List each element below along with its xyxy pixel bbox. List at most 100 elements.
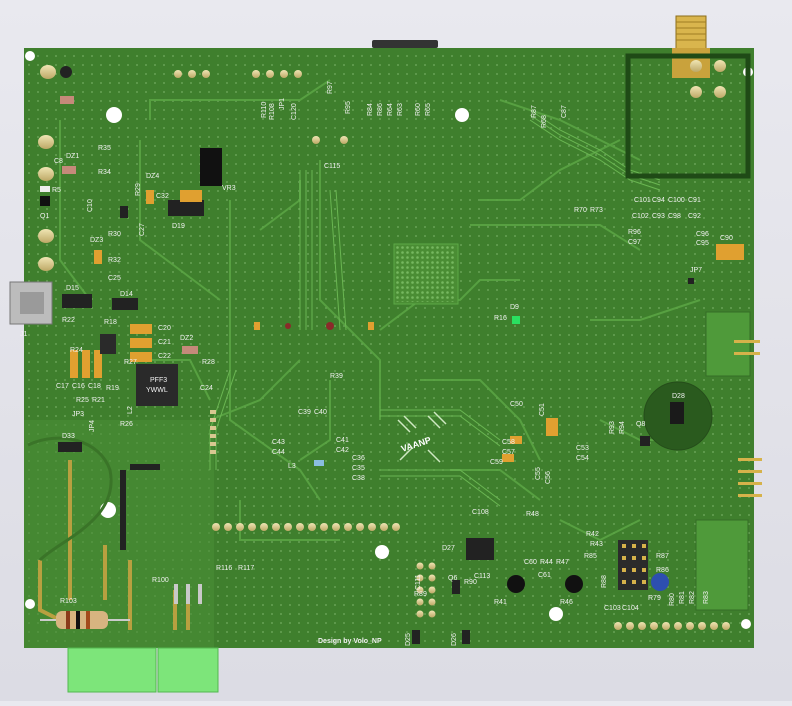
label-r28: R28 xyxy=(202,359,215,366)
label-q8: Q8 xyxy=(636,421,645,428)
header-pin-tips xyxy=(622,544,646,584)
label-c16: C16 xyxy=(72,383,85,390)
label-c120: C120 xyxy=(291,103,298,120)
label-jp1: JP1 xyxy=(279,98,286,110)
label-c38: C38 xyxy=(352,475,365,482)
label-c8: C8 xyxy=(54,158,63,165)
label-c93: C93 xyxy=(652,213,665,220)
label-r68: R68 xyxy=(541,115,548,128)
mount-hole-e xyxy=(549,607,563,621)
label-r43: R43 xyxy=(590,541,603,548)
label-r18: R18 xyxy=(104,319,117,326)
label-r94: R94 xyxy=(619,421,626,434)
label-r44: R44 xyxy=(540,559,553,566)
label-r19: R19 xyxy=(106,385,119,392)
isolation-slot xyxy=(27,436,113,562)
label-l2: L2 xyxy=(127,406,134,414)
blue-led xyxy=(651,573,669,591)
label-jp4: JP4 xyxy=(89,420,96,432)
label-r21: R21 xyxy=(92,397,105,404)
label-c96: C96 xyxy=(696,231,709,238)
label-r100: R100 xyxy=(152,577,169,584)
label-r70: R70 xyxy=(574,207,587,214)
label-c91: C91 xyxy=(688,197,701,204)
power-zone xyxy=(24,420,214,648)
label-r93: R93 xyxy=(609,421,616,434)
label-r79: R79 xyxy=(648,595,661,602)
label-c21: C21 xyxy=(158,339,171,346)
rotated-labels-top: R97 R95 R110 R108 JP1 C120 R84 R86 R64 R… xyxy=(87,81,568,236)
label-c104: C104 xyxy=(622,605,639,612)
label-r83: R83 xyxy=(703,591,710,604)
mount-hole-a xyxy=(106,107,122,123)
top-pad-row xyxy=(174,60,726,144)
c90-body xyxy=(716,244,744,260)
pad-column-left xyxy=(210,410,216,454)
label-c98: C98 xyxy=(668,213,681,220)
label-r63: R63 xyxy=(397,103,404,116)
label-c113: C113 xyxy=(474,573,490,580)
label-r80: R80 xyxy=(669,593,676,606)
mount-hole-d xyxy=(375,545,389,559)
label-c101: C101 xyxy=(634,197,651,204)
label-c35: C35 xyxy=(352,465,365,472)
label-c24: C24 xyxy=(200,385,213,392)
ic-marking-2: YWWL xyxy=(146,387,168,394)
label-c43: C43 xyxy=(272,439,285,446)
label-c87: C87 xyxy=(561,105,568,118)
label-r97: R97 xyxy=(327,81,334,94)
label-c17: C17 xyxy=(56,383,69,390)
label-r81: R81 xyxy=(679,591,686,604)
label-c53: C53 xyxy=(576,445,589,452)
label-d28: D28 xyxy=(672,393,685,400)
label-c10: C10 xyxy=(87,199,94,212)
label-c27: C27 xyxy=(139,223,146,236)
label-c115: C115 xyxy=(324,163,340,170)
label-r86-top: R86 xyxy=(377,103,384,116)
label-j1: J1 xyxy=(20,331,28,338)
label-r85: R85 xyxy=(584,553,597,560)
label-c50: C50 xyxy=(510,401,523,408)
label-c39: C39 xyxy=(298,409,311,416)
mount-hole-br xyxy=(741,619,751,629)
label-c40: C40 xyxy=(314,409,327,416)
mount-hole-bl xyxy=(25,599,35,609)
left-edge-pads xyxy=(38,65,72,271)
label-c57: C57 xyxy=(502,449,515,456)
sma-connector xyxy=(672,15,710,78)
label-r27: R27 xyxy=(124,359,137,366)
label-d9: D9 xyxy=(510,304,519,311)
label-r22: R22 xyxy=(62,317,75,324)
label-r96: R96 xyxy=(628,229,641,236)
silkscreen-labels: DZ1 C8 R35 R34 R5 Q1 DZ3 R30 R32 C25 DZ4… xyxy=(20,145,733,612)
right-connector xyxy=(705,311,751,377)
rf-module-outline xyxy=(625,53,751,179)
rotated-labels-bottom: C51 C55 C56 R93 R94 C111 R88 R80 R81 R82… xyxy=(89,403,710,646)
header-pins-right xyxy=(734,340,762,497)
label-d26: D26 xyxy=(451,633,458,646)
bga-pads xyxy=(396,246,456,302)
label-c56: C56 xyxy=(545,471,552,484)
c32-body xyxy=(180,190,202,202)
label-jp3: JP3 xyxy=(72,411,84,418)
label-r47: R47 xyxy=(556,559,569,566)
d27-body xyxy=(466,538,494,560)
label-r103: R103 xyxy=(60,598,77,605)
label-d14: D14 xyxy=(120,291,133,298)
label-r73: R73 xyxy=(590,207,603,214)
label-c58: C58 xyxy=(502,439,515,446)
label-c41: C41 xyxy=(336,437,349,444)
d33-body xyxy=(58,442,82,452)
inductor-l2 xyxy=(136,364,178,406)
top-connector-slot xyxy=(372,40,438,48)
label-r86: R86 xyxy=(656,567,669,574)
label-c90: C90 xyxy=(720,235,733,242)
label-r46: R46 xyxy=(560,599,573,606)
terminal-block-2 xyxy=(157,647,219,693)
label-c61: C61 xyxy=(538,572,551,579)
d28-body xyxy=(670,402,684,424)
label-r5: R5 xyxy=(52,187,61,194)
label-jp7: JP7 xyxy=(690,267,702,274)
